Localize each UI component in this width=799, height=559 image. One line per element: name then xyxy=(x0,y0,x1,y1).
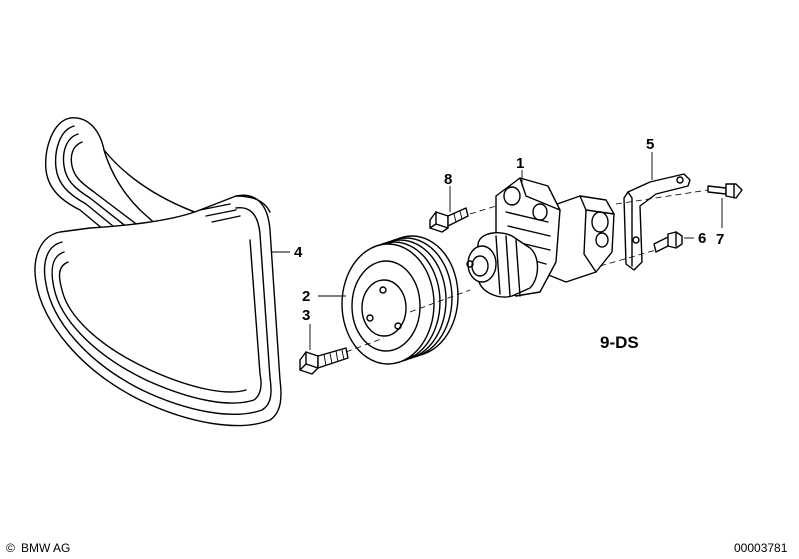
pulley xyxy=(341,235,459,365)
water-pump xyxy=(466,177,615,298)
image-number: 00003781 xyxy=(734,541,788,555)
copyright-brand: BMW AG xyxy=(21,541,70,555)
bracket-bolt-6 xyxy=(653,231,683,253)
bracket xyxy=(623,173,691,271)
pulley-bolt xyxy=(299,347,349,375)
callout-1: 1 xyxy=(516,155,524,172)
callout-8: 8 xyxy=(444,171,452,188)
bracket-bolt-7 xyxy=(707,183,743,199)
callout-2: 2 xyxy=(302,288,310,305)
assembly-axes xyxy=(345,189,709,353)
pump-bolt-8 xyxy=(429,207,469,233)
copyright-symbol: © xyxy=(6,541,15,555)
callout-7: 7 xyxy=(716,231,724,248)
drive-belt xyxy=(34,117,282,427)
callout-6: 6 xyxy=(698,230,706,247)
callout-4: 4 xyxy=(294,244,303,261)
callout-5: 5 xyxy=(646,136,654,153)
leader-lines xyxy=(272,152,723,350)
group-code: 9-DS xyxy=(600,333,639,352)
callout-3: 3 xyxy=(302,307,310,324)
